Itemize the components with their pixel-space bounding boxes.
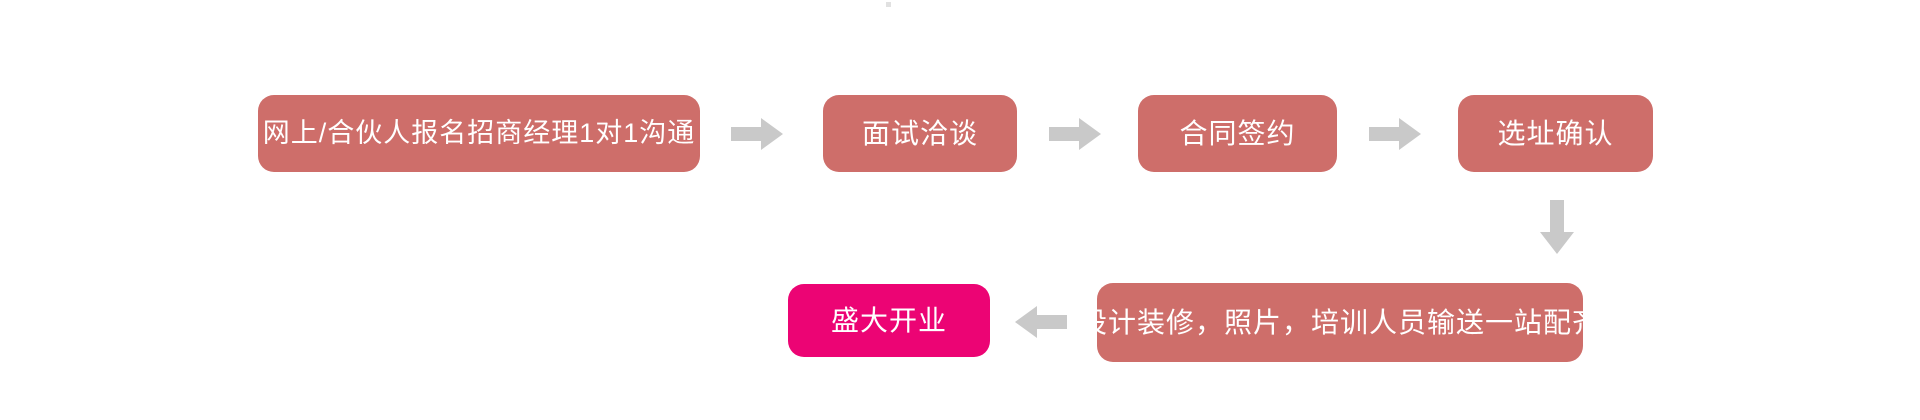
flow-step-interview: 面试洽谈 [823,95,1017,172]
page-artifact-dot [886,2,891,7]
flow-step-contract: 合同签约 [1138,95,1337,172]
arrow-down-icon [1540,200,1574,254]
arrow-right-icon [731,116,783,152]
flow-step-setup: 设计装修，照片，培训人员输送一站配齐 [1079,283,1600,362]
flow-step-signup: 网上/合伙人报名招商经理1对1沟通 [258,95,700,172]
arrow-right-icon [1049,116,1101,152]
arrow-right-icon [1369,116,1421,152]
flow-step-grand-opening: 盛大开业 [788,284,990,357]
arrow-left-icon [1015,304,1067,340]
flow-step-site-confirm: 选址确认 [1458,95,1653,172]
